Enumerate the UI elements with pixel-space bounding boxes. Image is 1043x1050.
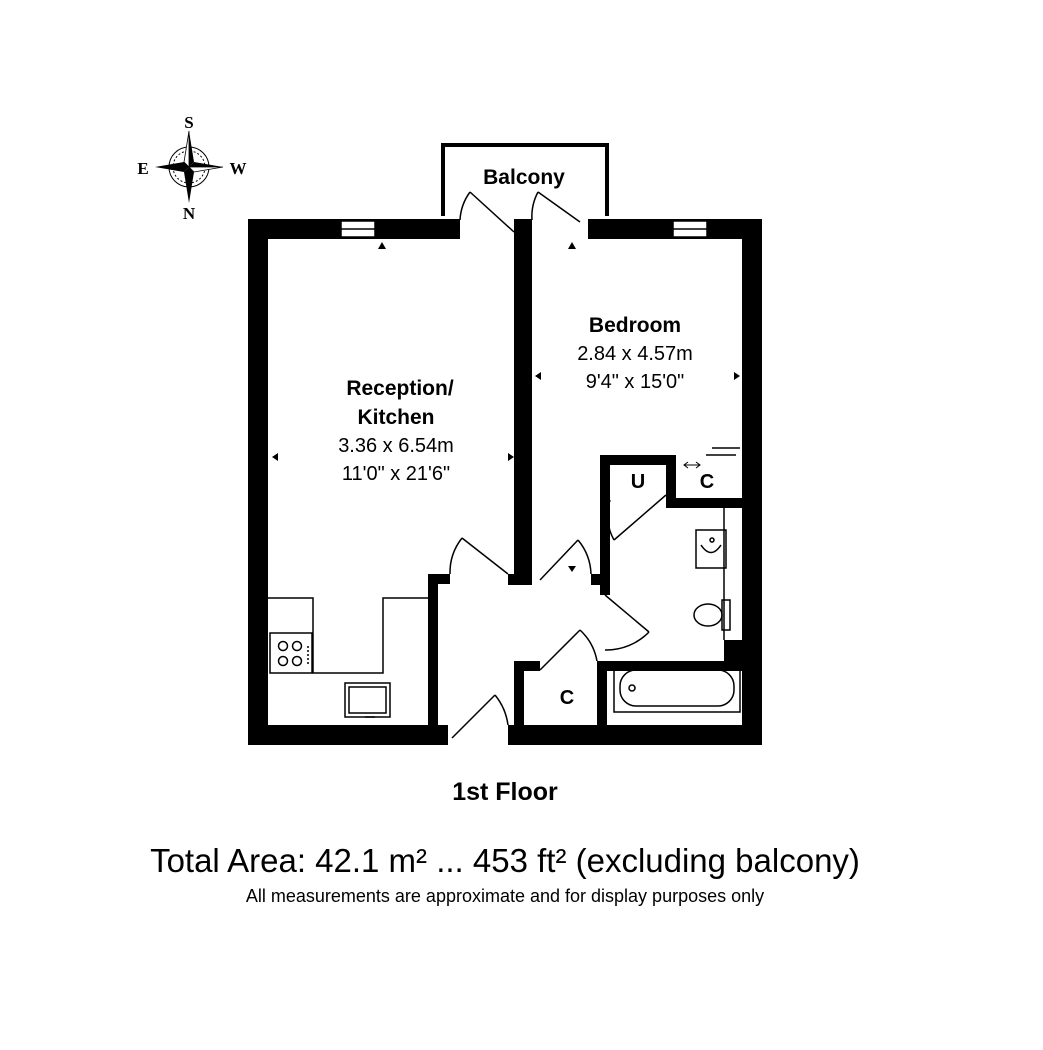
compass-label-bottom: N	[183, 204, 196, 223]
compass-label-top: S	[184, 113, 193, 132]
sliding-door-icon	[683, 461, 701, 469]
utility-label: U	[631, 471, 645, 493]
kitchen-units	[268, 597, 428, 718]
balcony-outline	[441, 143, 609, 216]
balcony-label: Balcony	[483, 166, 565, 189]
compass-label-right: W	[230, 159, 247, 178]
bedroom-metric: 2.84 x 4.57m	[577, 343, 693, 365]
reception-label-line2: Kitchen	[357, 406, 434, 429]
interior-walls	[428, 219, 742, 745]
total-area: Total Area: 42.1 m² ... 453 ft² (excludi…	[150, 842, 860, 879]
compass-icon: S E W N	[137, 113, 246, 223]
window-reception	[340, 220, 376, 238]
bedroom-cupboard-label: C	[700, 471, 714, 493]
window-bedroom	[672, 220, 708, 238]
reception-imperial: 11'0" x 21'6"	[342, 463, 450, 485]
compass-label-left: E	[137, 159, 148, 178]
floor-title: 1st Floor	[452, 778, 558, 806]
reception-metric: 3.36 x 6.54m	[338, 435, 454, 457]
disclaimer-note: All measurements are approximate and for…	[245, 886, 765, 906]
bedroom-imperial: 9'4" x 15'0"	[586, 371, 685, 393]
hall-cupboard-label: C	[560, 687, 574, 709]
dimension-markers	[272, 242, 740, 572]
bedroom-label: Bedroom	[589, 314, 681, 337]
doors	[449, 191, 740, 739]
bathroom-fittings	[613, 508, 741, 713]
reception-label-line1: Reception/	[346, 377, 454, 400]
